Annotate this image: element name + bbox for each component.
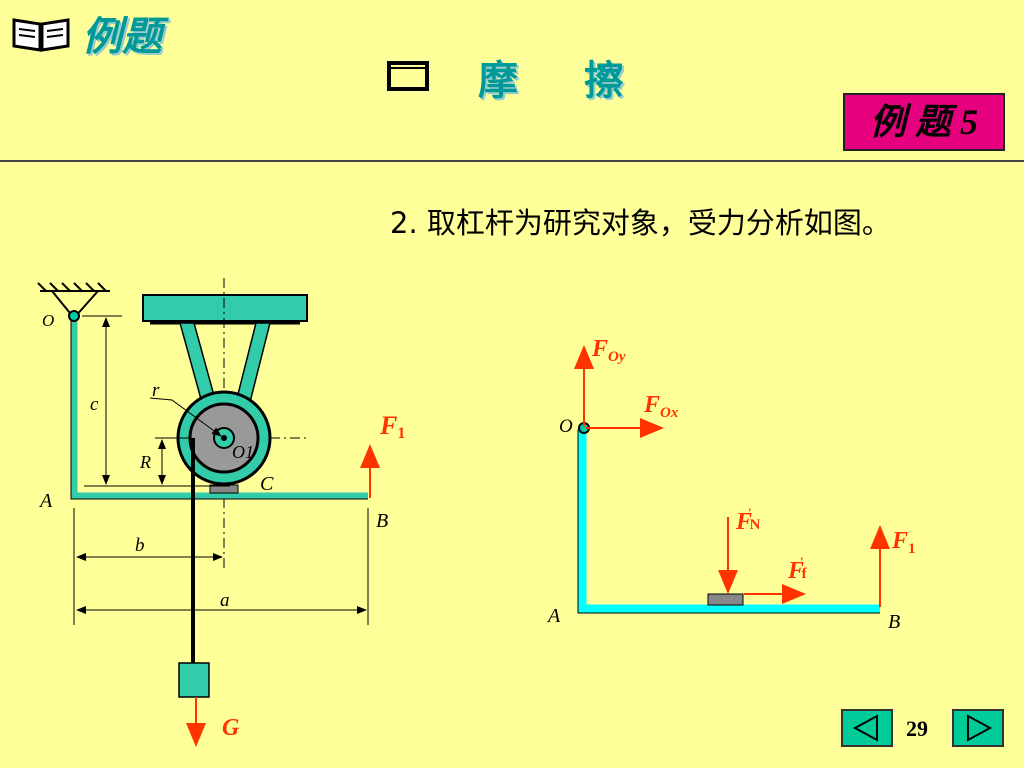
section-title: 例题 xyxy=(82,14,162,60)
example-badge: 例 题 5 xyxy=(843,93,1005,151)
label-B-fbd: B xyxy=(888,611,900,633)
label-FN: F′N xyxy=(735,505,761,535)
next-slide-button[interactable] xyxy=(952,709,1004,747)
label-B: B xyxy=(376,510,388,532)
page-number: 29 xyxy=(906,716,928,741)
label-b: b xyxy=(135,535,145,556)
label-F1: F1 xyxy=(379,411,405,442)
label-O-fbd: O xyxy=(559,416,573,437)
header-divider xyxy=(0,160,1024,162)
label-FOx: FOx xyxy=(643,392,679,421)
lever-fbd xyxy=(577,428,880,614)
pulley-axle xyxy=(221,435,227,441)
label-A: A xyxy=(38,490,53,512)
label-G: G xyxy=(222,715,240,741)
open-book-icon xyxy=(10,14,72,56)
right-diagram: FOy FOx O F′N F′f F1 A B xyxy=(546,336,916,633)
label-F1-fbd: F1 xyxy=(891,528,916,557)
triangle-right-icon xyxy=(967,714,993,742)
label-O: O xyxy=(42,311,54,330)
square-outline-icon xyxy=(386,60,430,92)
lever xyxy=(70,318,368,500)
label-Ff: F′f xyxy=(787,554,808,584)
brake-pad-fbd xyxy=(707,593,744,606)
left-diagram: O c r R O1 C A B b a F1 G xyxy=(37,278,405,747)
label-A-fbd: A xyxy=(546,605,561,627)
label-R: R xyxy=(139,452,151,472)
prev-slide-button[interactable] xyxy=(841,709,893,747)
step-instruction: 2. 取杠杆为研究对象，受力分析如图。 xyxy=(390,206,891,240)
top-beam xyxy=(142,294,308,322)
label-O1: O1 xyxy=(232,442,254,462)
label-c: c xyxy=(90,394,99,415)
weight-block xyxy=(178,662,210,698)
label-C: C xyxy=(260,473,274,495)
triangle-left-icon xyxy=(852,714,878,742)
topic-title: 摩 擦 xyxy=(478,58,650,104)
label-a: a xyxy=(220,590,230,611)
label-FOy: FOy xyxy=(591,336,626,365)
label-r: r xyxy=(152,380,160,401)
pivot-O xyxy=(68,310,80,322)
